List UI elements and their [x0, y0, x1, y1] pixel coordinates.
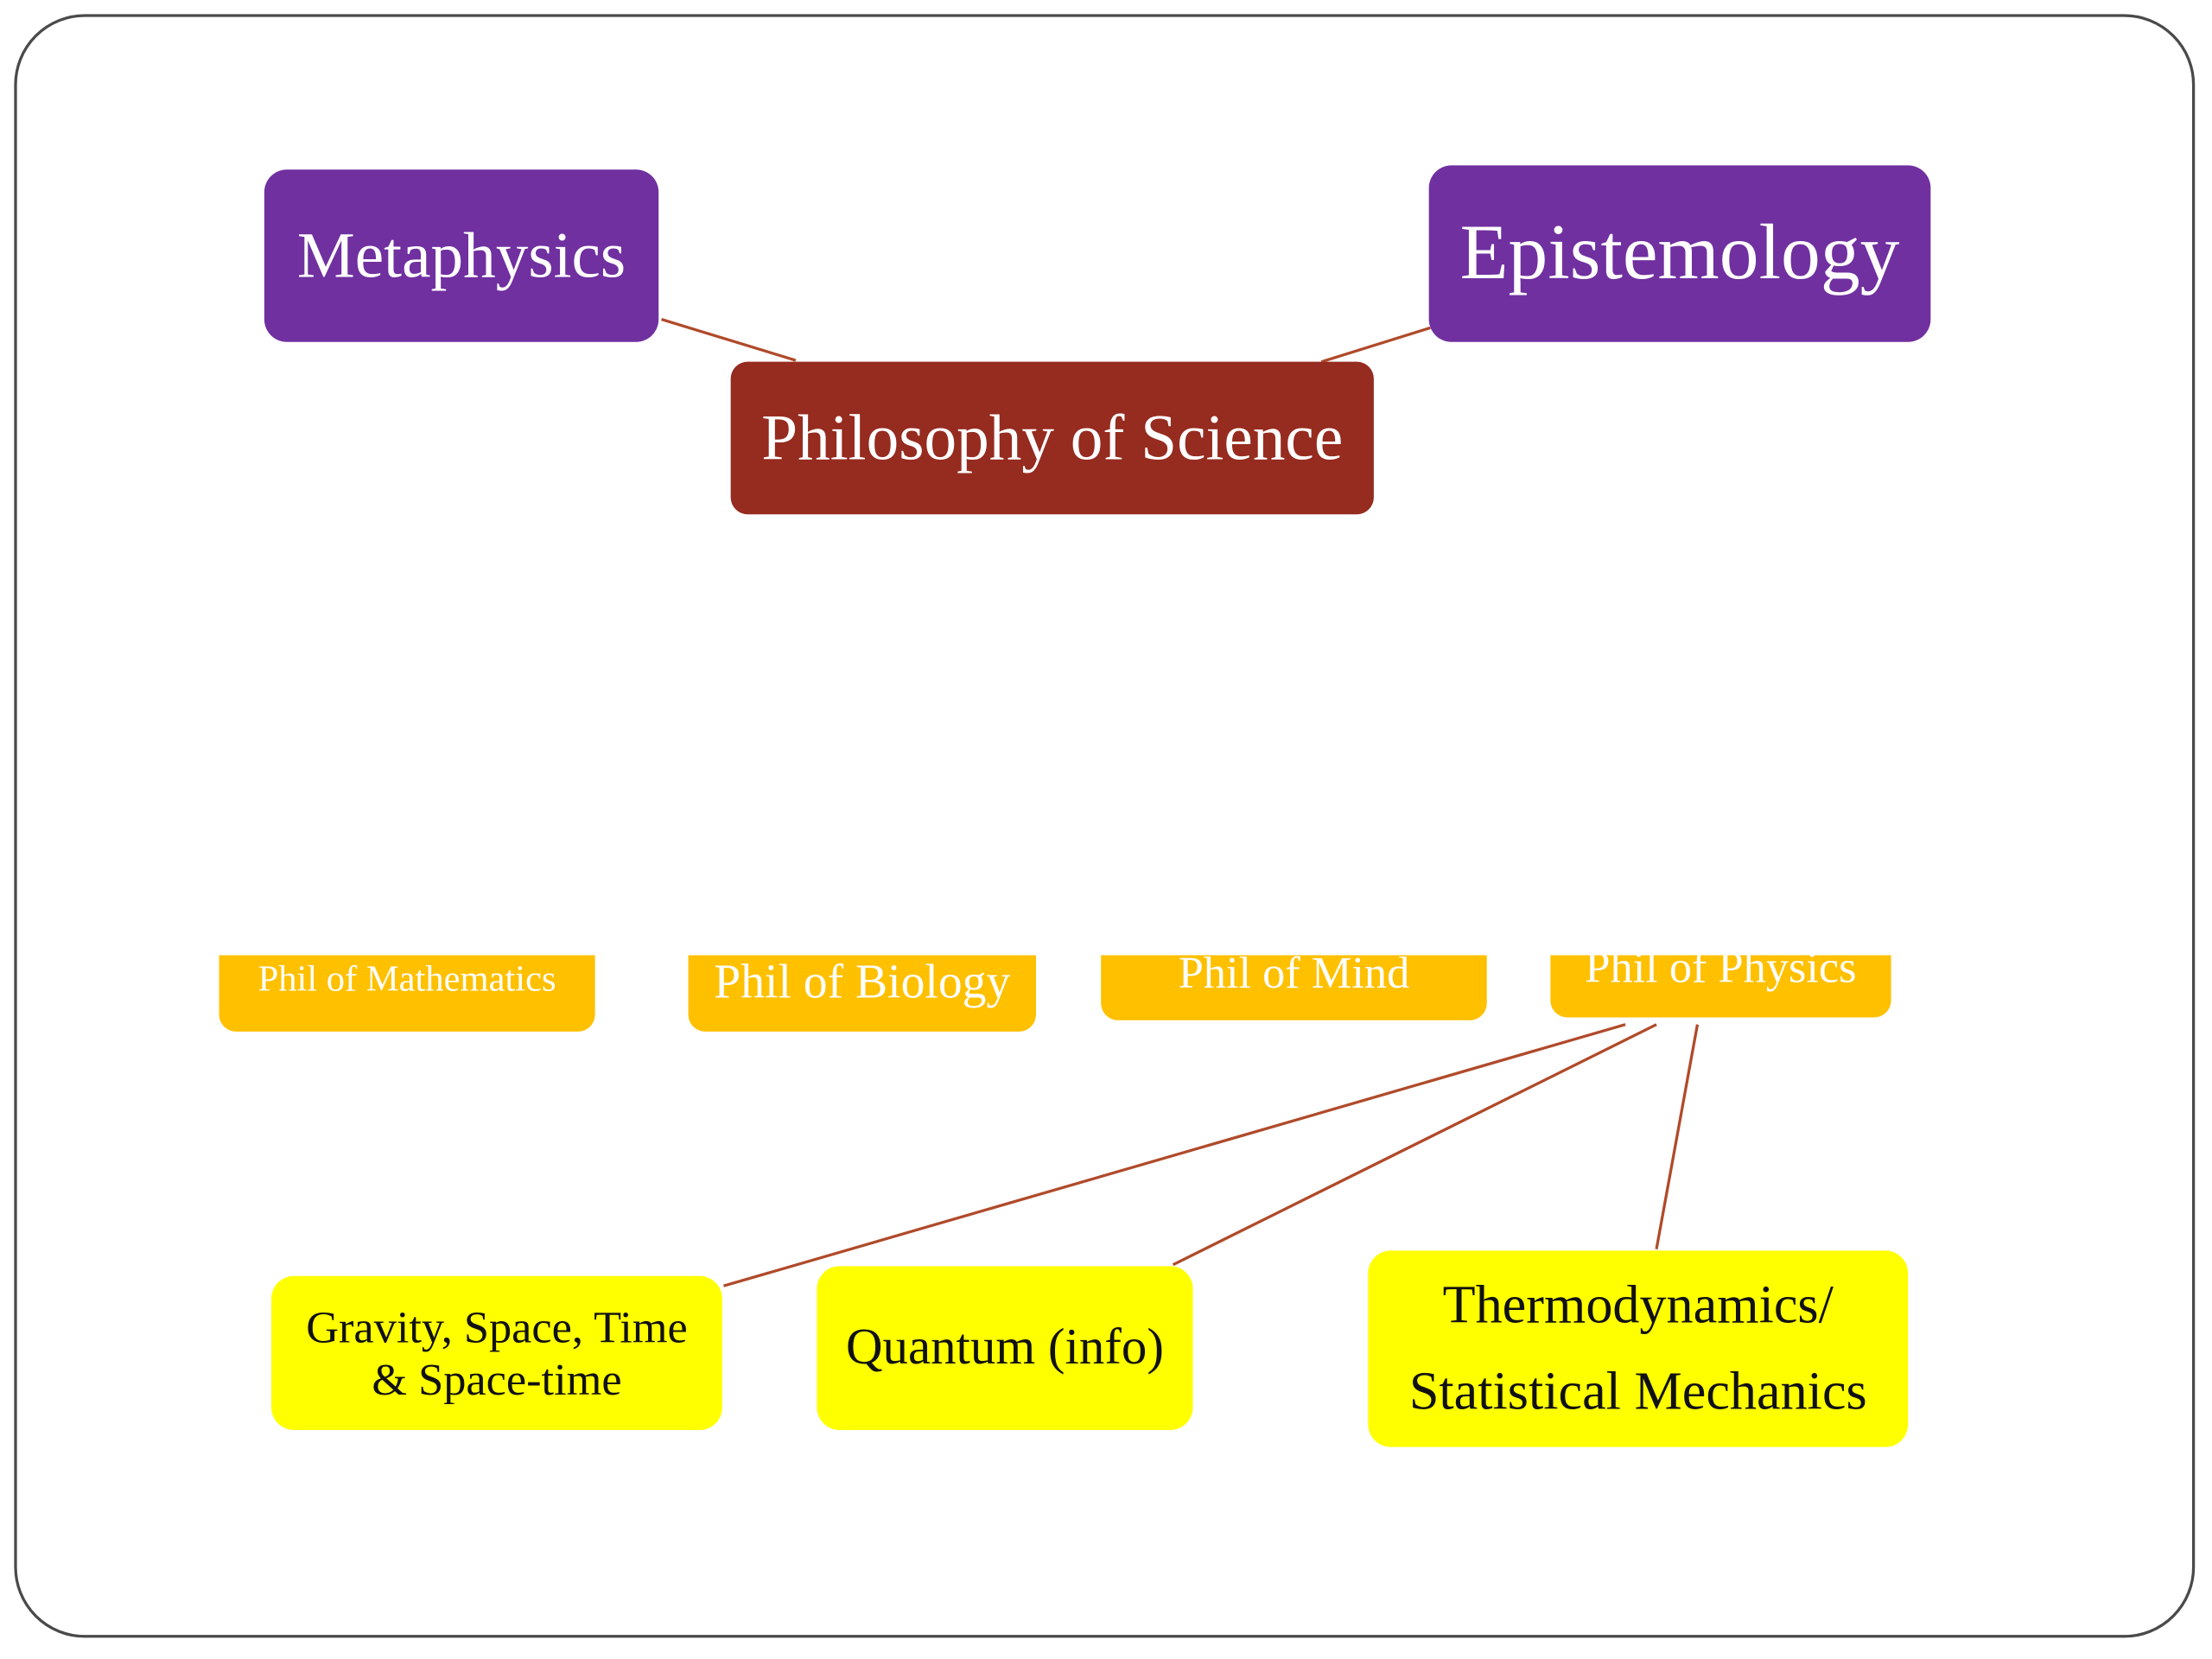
connector-metaphysics-center [661, 318, 797, 362]
node-thermodynamics: Thermodynamics/ Statistical Mechanics [1368, 1250, 1909, 1447]
node-phil-of-physics-label: Phil of Physics [1585, 955, 1857, 993]
node-epistemology-label: Epistemology [1459, 209, 1900, 297]
node-epistemology: Epistemology [1428, 165, 1931, 342]
node-philosophy-of-science: Philosophy of Science [730, 361, 1374, 515]
connector-physics-thermo [1655, 1024, 1700, 1249]
connector-physics-quantum [1172, 1023, 1657, 1267]
node-philosophy-of-science-label: Philosophy of Science [761, 400, 1344, 474]
node-phil-of-biology: Phil of Biology [688, 955, 1036, 1032]
node-phil-of-mind: Phil of Mind [1101, 955, 1487, 1020]
node-thermodynamics-label: Thermodynamics/ Statistical Mechanics [1408, 1275, 1867, 1421]
node-metaphysics-label: Metaphysics [296, 218, 626, 291]
node-metaphysics: Metaphysics [264, 169, 659, 342]
node-gravity-space-time-label: Gravity, Space, Time & Space-time [306, 1300, 688, 1404]
node-gravity-space-time: Gravity, Space, Time & Space-time [271, 1275, 722, 1431]
node-phil-of-mathematics: Phil of Mathematics [219, 955, 595, 1032]
node-phil-of-biology-label: Phil of Biology [714, 957, 1011, 1009]
node-quantum-info: Quantum (info) [817, 1266, 1193, 1431]
connector-physics-gravity [723, 1023, 1626, 1287]
connector-epistemology-center [1320, 326, 1431, 364]
node-phil-of-physics: Phil of Physics [1550, 955, 1891, 1018]
node-phil-of-mind-label: Phil of Mind [1178, 955, 1410, 998]
node-phil-of-mathematics-label: Phil of Mathematics [257, 957, 556, 1000]
node-quantum-info-label: Quantum (info) [845, 1319, 1164, 1376]
